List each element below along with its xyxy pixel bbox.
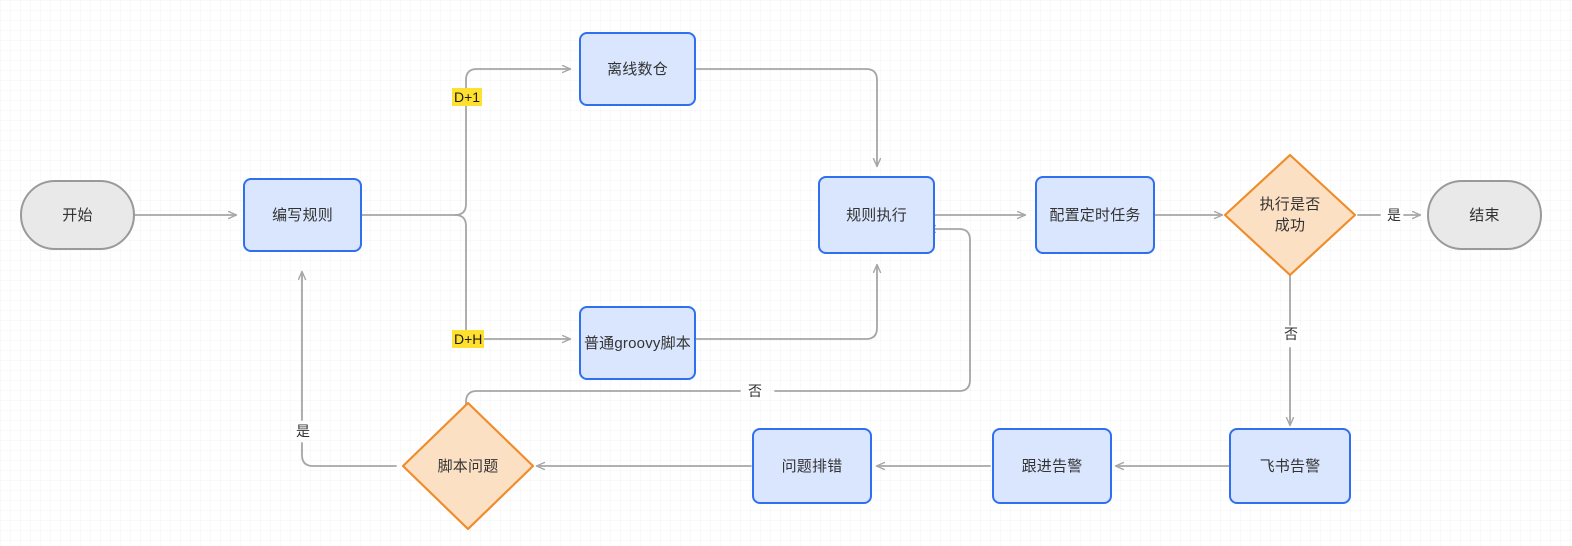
edge-script-no-to-exec — [774, 229, 971, 392]
node-write-rule[interactable]: 编写规则 — [243, 178, 362, 252]
node-rule-execution-label: 规则执行 — [846, 206, 907, 224]
node-offline-warehouse-label: 离线数仓 — [607, 60, 668, 78]
edge-label-no-to-exec: 否 — [746, 383, 764, 399]
diamond-shape — [1223, 153, 1357, 277]
edge-label-no-to-feishu: 否 — [1282, 326, 1300, 342]
edge-label-d1: D+1 — [452, 88, 483, 106]
node-offline-warehouse[interactable]: 离线数仓 — [579, 32, 696, 106]
node-groovy-script-label: 普通groovy脚本 — [583, 334, 692, 352]
edge-script-no-left — [465, 390, 741, 419]
diamond-shape — [401, 401, 535, 531]
node-configure-schedule-label: 配置定时任务 — [1049, 206, 1141, 224]
node-debug-problem[interactable]: 问题排错 — [752, 428, 872, 504]
edge-label-dh: D+H — [452, 330, 485, 348]
node-debug-problem-label: 问题排错 — [781, 457, 843, 475]
node-start[interactable]: 开始 — [20, 180, 135, 250]
node-execution-success[interactable]: 执行是否 成功 — [1222, 152, 1358, 278]
node-configure-schedule[interactable]: 配置定时任务 — [1035, 176, 1155, 254]
edge-fork-up-to-offline — [454, 69, 570, 216]
node-script-problem[interactable]: 脚本问题 — [400, 400, 536, 532]
edge-offline-to-exec — [695, 68, 877, 166]
node-feishu-alert-label: 飞书告警 — [1259, 457, 1321, 475]
node-follow-alert[interactable]: 跟进告警 — [992, 428, 1112, 504]
node-groovy-script[interactable]: 普通groovy脚本 — [579, 306, 696, 380]
node-write-rule-label: 编写规则 — [272, 206, 333, 224]
edge-script-yes-lower — [301, 442, 397, 467]
edge-fork-down-to-groovy — [454, 214, 570, 339]
node-end[interactable]: 结束 — [1427, 180, 1542, 250]
node-start-label: 开始 — [62, 206, 93, 224]
edge-label-yes-to-write: 是 — [294, 423, 312, 439]
edge-groovy-to-exec — [695, 265, 877, 340]
node-feishu-alert[interactable]: 飞书告警 — [1229, 428, 1351, 504]
node-follow-alert-label: 跟进告警 — [1021, 457, 1083, 475]
node-rule-execution[interactable]: 规则执行 — [818, 176, 935, 254]
edge-label-yes-to-end: 是 — [1385, 207, 1403, 223]
node-end-label: 结束 — [1469, 206, 1500, 224]
